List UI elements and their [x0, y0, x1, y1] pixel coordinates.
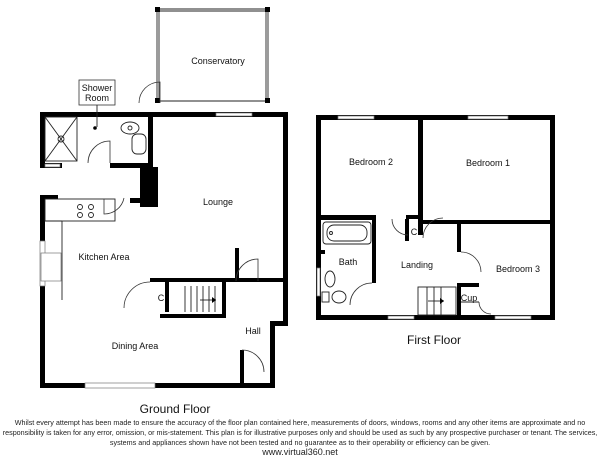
ground-floor-plan: Conservatory Shower Room Lounge Kitchen …	[39, 7, 288, 389]
room-label-bedroom-3: Bedroom 3	[496, 264, 540, 274]
bathroom-fixtures	[321, 221, 373, 306]
landing-fixtures	[391, 217, 492, 316]
room-label-bath: Bath	[339, 257, 358, 267]
kitchen-fixtures	[44, 197, 151, 309]
room-label-cupboard-first: C	[411, 227, 418, 237]
room-label-landing: Landing	[401, 260, 433, 270]
first-floor-windows	[316, 115, 532, 320]
room-label-shower-line1: Shower	[82, 83, 113, 93]
first-floor-plan: Bedroom 2 Bedroom 1 Bedroom 3 Bath Landi…	[316, 115, 555, 320]
conservatory-structure	[138, 7, 270, 104]
first-floor-walls	[316, 115, 555, 320]
room-label-dining-area: Dining Area	[112, 341, 159, 351]
room-label-bedroom-2: Bedroom 2	[349, 157, 393, 167]
room-label-cupboard-ground: C	[158, 293, 165, 303]
room-label-hall: Hall	[245, 326, 261, 336]
floor-label-first: First Floor	[407, 333, 461, 347]
shower-room-label-box	[78, 79, 116, 106]
shower-room-fixtures	[44, 116, 147, 164]
room-label-lounge: Lounge	[203, 197, 233, 207]
ground-floor-stairs	[184, 258, 265, 373]
ground-floor-windows	[39, 112, 253, 389]
floor-label-ground: Ground Floor	[140, 402, 211, 416]
room-label-shower-line2: Room	[85, 93, 109, 103]
website-link[interactable]: www.virtual360.net	[262, 447, 338, 457]
room-label-cup: Cup	[461, 293, 478, 303]
room-label-conservatory: Conservatory	[191, 56, 245, 66]
ground-floor-walls	[40, 112, 288, 388]
room-label-kitchen-area: Kitchen Area	[78, 252, 129, 262]
disclaimer-text: Whilst every attempt has been made to en…	[2, 418, 598, 447]
room-label-bedroom-1: Bedroom 1	[466, 158, 510, 168]
